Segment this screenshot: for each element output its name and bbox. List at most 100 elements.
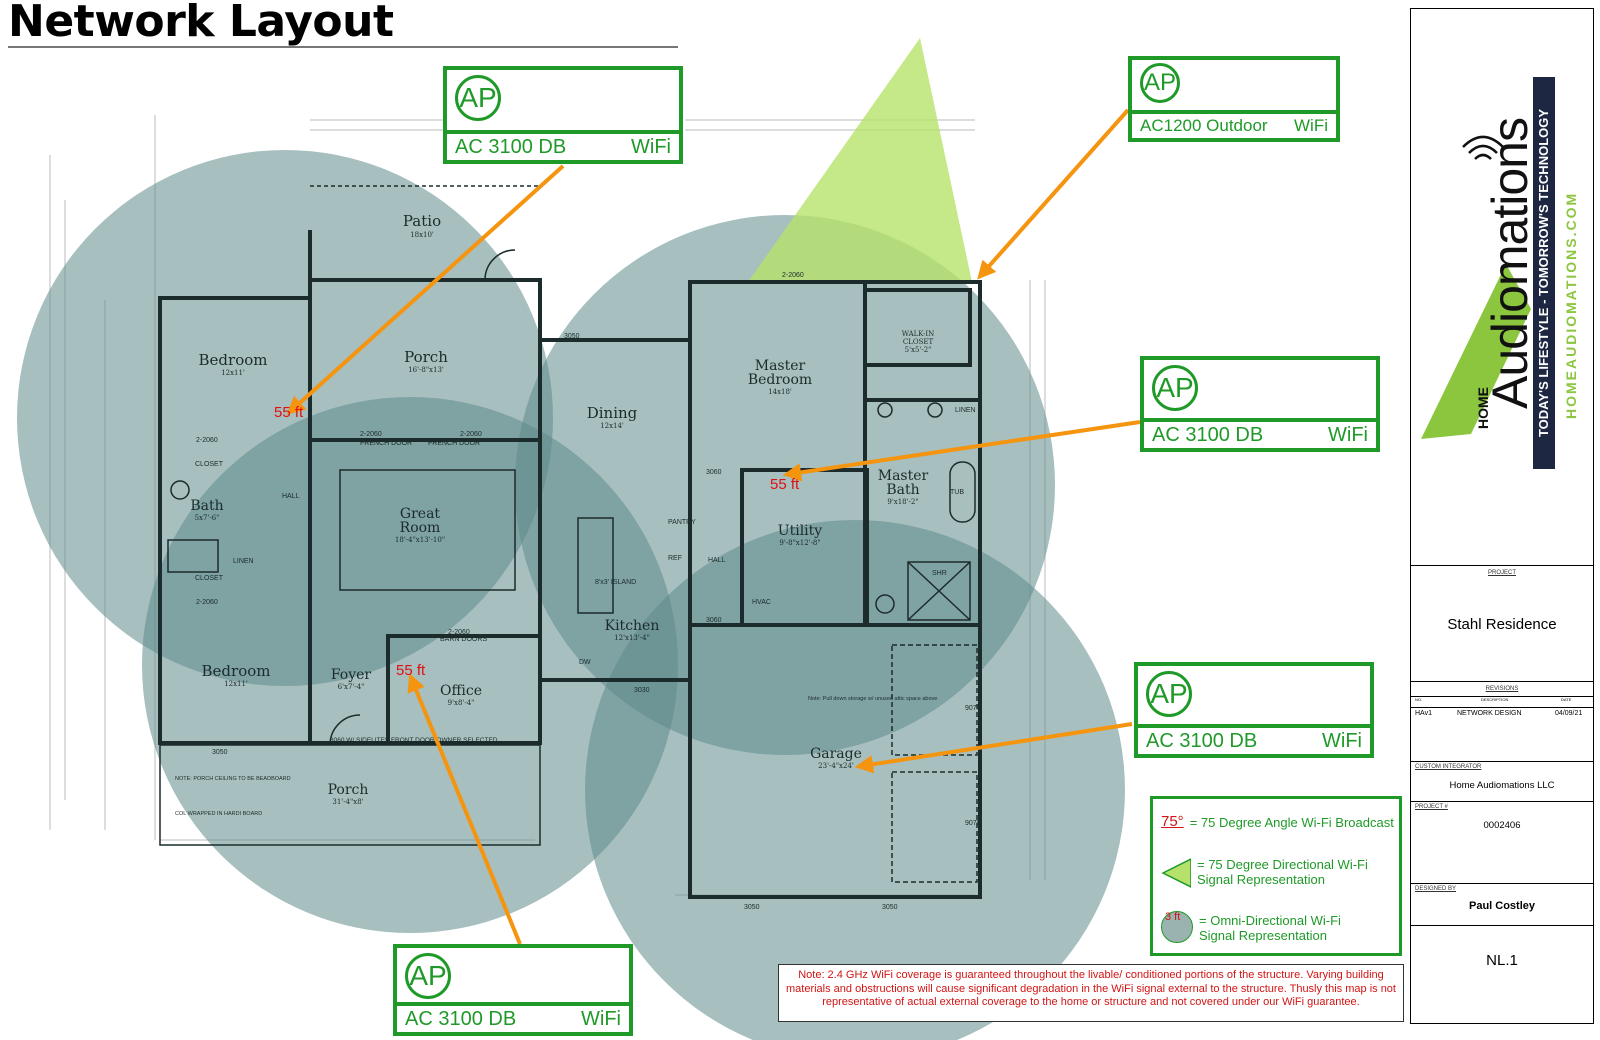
page-title: Network Layout (8, 0, 394, 47)
svg-text:5'x5'-2": 5'x5'-2" (905, 346, 932, 354)
fixtures (159, 185, 978, 883)
svg-text:16'-8"x13': 16'-8"x13' (408, 366, 444, 374)
svg-text:2-2060: 2-2060 (360, 431, 382, 438)
room-kitchen: Kitchen (605, 618, 660, 634)
svg-text:12x14': 12x14' (600, 422, 624, 430)
omni-circle-icon: 3 ft (1161, 911, 1193, 943)
svg-text:31'-4"x8': 31'-4"x8' (332, 798, 363, 806)
room-office: Office (440, 683, 482, 699)
svg-text:9'x8'-4": 9'x8'-4" (448, 699, 475, 707)
brand-name: Audiomations (1482, 118, 1538, 409)
svg-text:23'-4"x24': 23'-4"x24' (818, 762, 854, 770)
ap-badge: AP (455, 75, 501, 121)
coverage-note: Note: 2.4 GHz WiFi coverage is guarantee… (778, 964, 1404, 1022)
coverage-circle-garage (585, 520, 1125, 1040)
title-rule (8, 46, 678, 48)
svg-text:9'-8"x12'-8": 9'-8"x12'-8" (779, 539, 820, 547)
ap-badge: AP (1140, 63, 1180, 103)
svg-text:CLOSET: CLOSET (195, 575, 224, 582)
svg-text:3060 W/ SIDELITES FRONT DOOR O: 3060 W/ SIDELITES FRONT DOOR OWNER SELEC… (330, 737, 498, 744)
svg-text:BARN DOORS: BARN DOORS (440, 636, 487, 643)
svg-text:NOTE: PORCH CEILING TO BE BEAD: NOTE: PORCH CEILING TO BE BEADBOARD (175, 776, 291, 782)
brand-logo: HOME Audiomations TODAY'S LIFESTYLE - TO… (1411, 9, 1592, 569)
distance-label: 55 ft (274, 404, 304, 421)
svg-text:FRENCH DOOR: FRENCH DOOR (360, 440, 412, 447)
svg-text:12x11': 12x11' (224, 680, 248, 688)
ap-badge: AP (405, 953, 451, 999)
room-master-bedroom: Master (755, 358, 806, 374)
svg-text:2-2060: 2-2060 (196, 599, 218, 606)
legend: 75° = 75 Degree Angle Wi-Fi Broadcast = … (1150, 796, 1402, 956)
room-bath: Bath (190, 498, 223, 514)
ap-callout-2[interactable]: AP AC1200 Outdoor WiFi (1128, 56, 1340, 142)
svg-text:3060: 3060 (706, 469, 722, 476)
svg-text:12'x13'-4": 12'x13'-4" (614, 634, 650, 642)
integrator-section: CUSTOM INTEGRATOR Home Audiomations LLC (1411, 761, 1593, 802)
room-bedroom-2: Bedroom (202, 662, 271, 680)
svg-text:18x10': 18x10' (410, 231, 434, 239)
arrow-ap-4 (854, 722, 1133, 774)
svg-text:3060: 3060 (706, 617, 722, 624)
room-great-room: Great (400, 506, 441, 522)
ap-type: WiFi (581, 1007, 621, 1030)
svg-text:3050: 3050 (212, 749, 228, 756)
room-porch-front: Porch (328, 782, 369, 798)
ap-model: AC 3100 DB (455, 135, 567, 158)
svg-text:Bath: Bath (886, 482, 919, 498)
plan-small-labels: CLOSET CLOSET HALL HALL LINEN LINEN TUB … (175, 272, 981, 911)
arrow-ap-3 (782, 420, 1141, 482)
svg-text:COL WRAPPED IN HARDI BOARD: COL WRAPPED IN HARDI BOARD (175, 811, 262, 817)
svg-text:8'x3' ISLAND: 8'x3' ISLAND (595, 579, 636, 586)
svg-text:9'x18'-2": 9'x18'-2" (887, 498, 918, 506)
arrow-ap-5 (407, 673, 522, 945)
room-dining: Dining (587, 404, 638, 422)
svg-text:TUB: TUB (950, 489, 964, 496)
room-master-bath: Master (878, 468, 929, 484)
project-section: PROJECT Stahl Residence (1411, 565, 1593, 682)
distance-label: 55 ft (396, 662, 426, 679)
svg-text:SHR: SHR (932, 570, 947, 577)
ap-type: WiFi (1322, 729, 1362, 752)
ap-type: WiFi (1294, 116, 1328, 135)
distance-label: 55 ft (770, 476, 800, 493)
svg-text:6'x7'-4": 6'x7'-4" (338, 683, 365, 691)
ap-callout-1[interactable]: AP AC 3100 DB WiFi (443, 66, 683, 164)
svg-text:3030: 3030 (634, 687, 650, 694)
svg-text:Bedroom: Bedroom (748, 372, 812, 388)
outdoor-signal-cone (748, 38, 972, 282)
svg-text:LINEN: LINEN (955, 407, 976, 414)
brand-website: HOMEAUDIOMATIONS.COM (1563, 191, 1579, 419)
legend-omni-text: = Omni-Directional Wi-Fi Signal Represen… (1199, 913, 1341, 943)
room-utility: Utility (778, 523, 822, 539)
omni-icon-label: 3 ft (1165, 911, 1181, 923)
svg-text:18'-4"x13'-10": 18'-4"x13'-10" (395, 536, 445, 544)
legend-directional-text: = 75 Degree Directional Wi-Fi Signal Rep… (1197, 857, 1368, 887)
arrow-ap-2 (977, 108, 1130, 280)
svg-text:HVAC: HVAC (752, 599, 771, 606)
svg-text:3050: 3050 (564, 333, 580, 340)
svg-text:CLOSET: CLOSET (903, 338, 934, 346)
svg-text:3050: 3050 (744, 904, 760, 911)
svg-text:REF: REF (668, 555, 682, 562)
room-bedroom-1: Bedroom (199, 351, 268, 369)
svg-text:12x11': 12x11' (221, 369, 245, 377)
svg-text:3050: 3050 (882, 904, 898, 911)
ap-model: AC 3100 DB (1146, 729, 1258, 752)
integrator-name: Home Audiomations LLC (1449, 780, 1555, 791)
project-name: Stahl Residence (1447, 616, 1557, 633)
svg-text:2-2060: 2-2060 (460, 431, 482, 438)
legend-angle-text: = 75 Degree Angle Wi-Fi Broadcast (1189, 815, 1394, 830)
ap-type: WiFi (631, 135, 671, 158)
project-number: 0002406 (1483, 820, 1521, 831)
svg-text:2-2060: 2-2060 (448, 629, 470, 636)
ap-model: AC 3100 DB (1152, 423, 1264, 446)
revisions-section: REVISIONS NO. DESCRIPTION DATE HAv1 NETW… (1411, 681, 1593, 762)
ap-model: AC1200 Outdoor (1140, 116, 1268, 135)
svg-text:PANTRY: PANTRY (668, 519, 696, 526)
svg-text:DW: DW (579, 659, 591, 666)
svg-text:2-2060: 2-2060 (782, 272, 804, 279)
